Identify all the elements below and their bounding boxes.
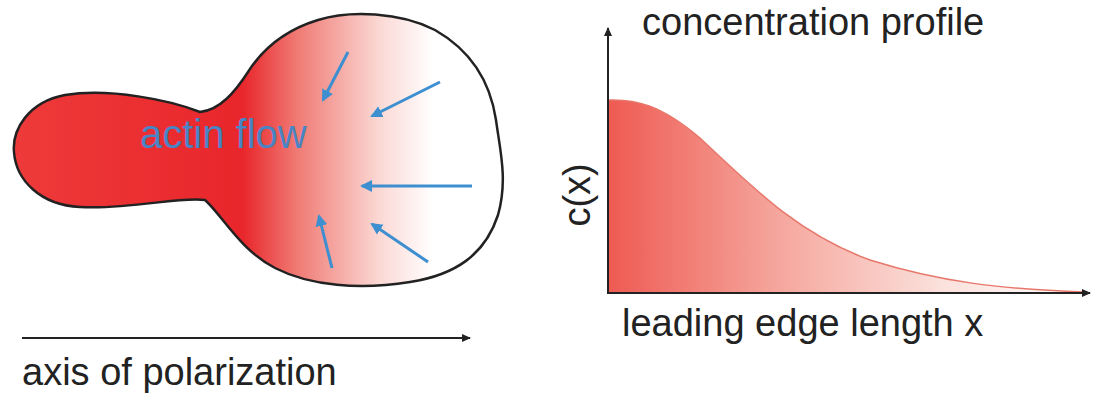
- flow-arrow: [362, 185, 472, 188]
- node-label: actin flow: [140, 112, 307, 156]
- flow-arrow: [372, 82, 440, 116]
- text-label: leading edge length x: [622, 303, 983, 345]
- axis-label: c(x): [557, 163, 599, 226]
- curve-outline: [608, 100, 1085, 292]
- text-label: axis of polarization: [22, 352, 337, 394]
- flow-arrow: [372, 224, 428, 262]
- cell-shape: actin flow: [0, 0, 510, 300]
- flow-arrow: [319, 216, 332, 268]
- flow-arrow: [323, 52, 348, 100]
- x-axis: [607, 292, 1090, 294]
- concentration-curve: [608, 100, 1085, 293]
- y-axis: [607, 28, 609, 294]
- polarization-arrow: [22, 337, 470, 339]
- text-label: concentration profile: [642, 2, 984, 44]
